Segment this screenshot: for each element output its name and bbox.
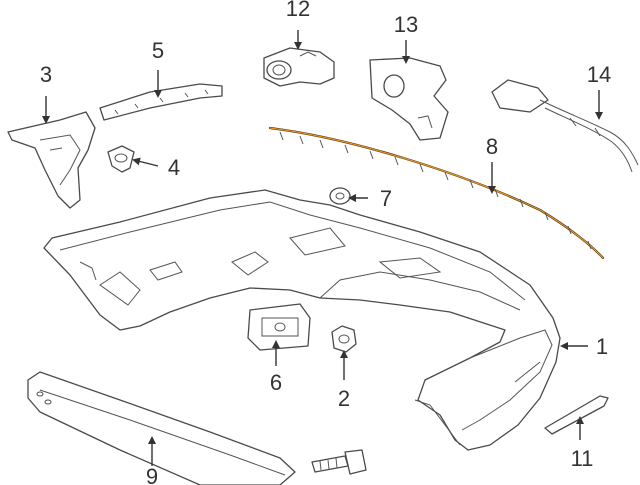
- push-clip-4-part: [107, 145, 135, 173]
- bolt-part: [311, 449, 367, 475]
- nut-2-part: [331, 325, 357, 353]
- callout-6: 6: [270, 370, 282, 395]
- callout-11: 11: [571, 446, 594, 471]
- callout-8: 8: [486, 134, 498, 159]
- bracket-plate-6-part: [247, 303, 311, 351]
- trim-strip-11-part: [544, 395, 609, 435]
- callout-9: 9: [146, 464, 158, 485]
- callout-12: 12: [286, 0, 310, 21]
- callout-13: 13: [394, 12, 418, 37]
- callout-4: 4: [168, 155, 180, 180]
- bracket-3-part: [7, 111, 96, 209]
- callout-3: 3: [40, 62, 52, 87]
- wiring-harness-14-part: [491, 79, 639, 173]
- washer-7-part: [329, 187, 351, 205]
- sensor-bracket-13-part: [369, 57, 449, 141]
- callout-14: 14: [587, 62, 611, 87]
- sensor-12-part: [263, 47, 335, 87]
- callout-5: 5: [152, 38, 164, 63]
- callout-2: 2: [338, 386, 350, 411]
- callout-7: 7: [380, 186, 392, 211]
- impact-bar-9-part: [27, 371, 296, 485]
- callout-1: 1: [596, 334, 608, 359]
- bumper-cover-part: [43, 189, 561, 451]
- leader-lines: [42, 30, 603, 466]
- rail-5-part: [99, 83, 223, 121]
- callout-labels: 3 5 4 12 13 14 8 7 1 6 2 9 11: [40, 0, 611, 485]
